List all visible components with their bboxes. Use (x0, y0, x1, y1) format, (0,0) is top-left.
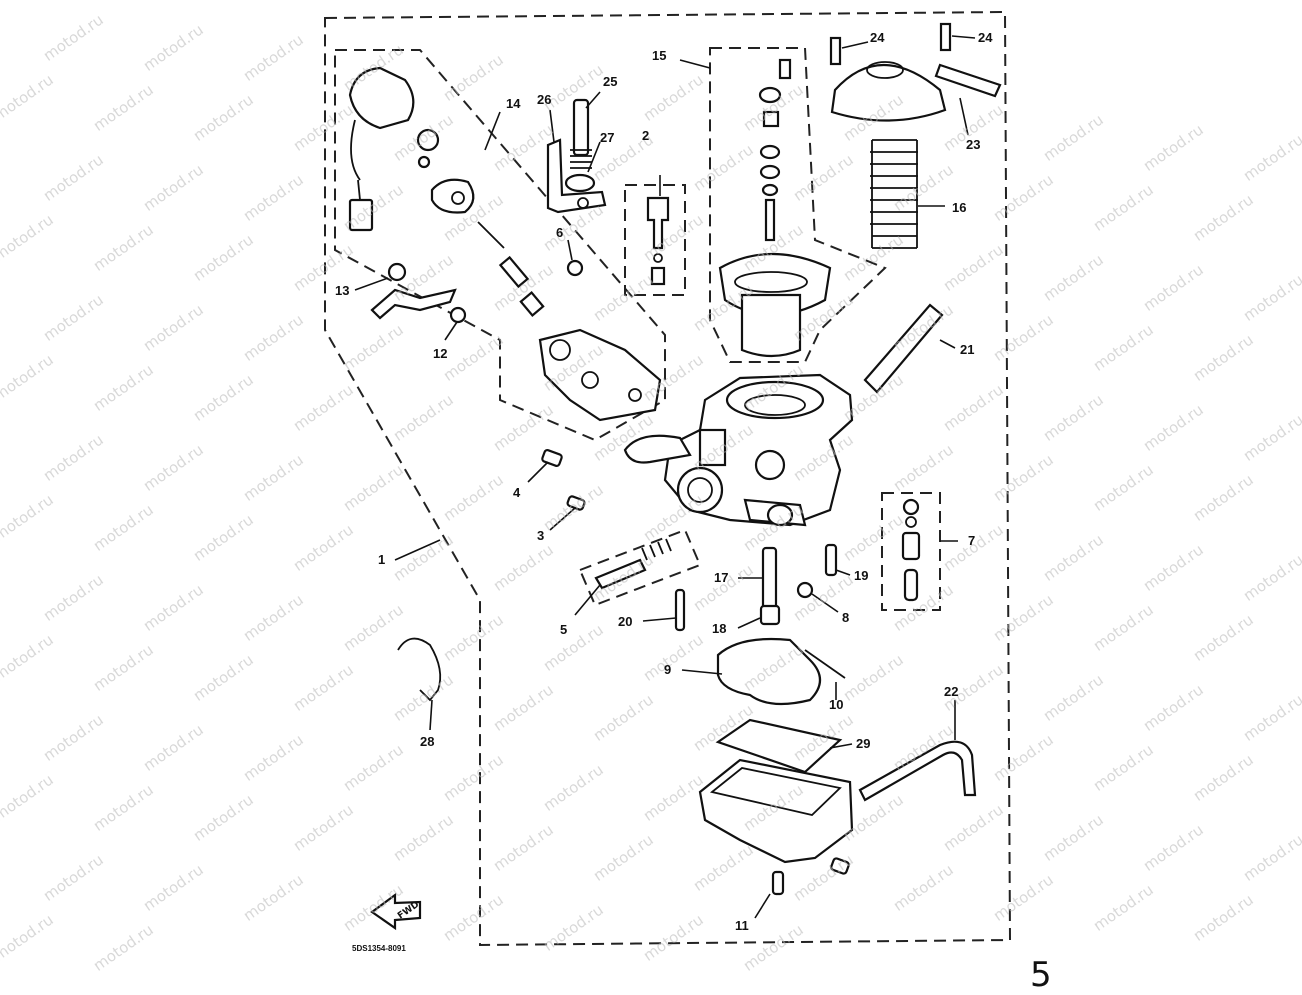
callout-10: 10 (829, 697, 844, 712)
forward-arrow-icon: FWD (370, 892, 421, 931)
needle-jet-18 (759, 604, 781, 626)
screw-12 (449, 306, 467, 324)
bowl-screw (830, 857, 850, 875)
float-pin-10 (804, 649, 846, 679)
callout-5: 5 (560, 622, 568, 637)
cable-holder (934, 63, 1002, 98)
throttle-stop-screw (594, 558, 647, 590)
callout-15: 15 (652, 48, 667, 63)
callout-3: 3 (537, 528, 545, 543)
piston-valve (740, 293, 802, 358)
callout-25: 25 (603, 74, 618, 89)
callout-21: 21 (960, 342, 975, 357)
starter-plunger (498, 255, 530, 289)
jet-needle-parts (758, 58, 792, 242)
callout-24-left: 24 (870, 30, 885, 45)
part-code-label: 5DS1354-8091 (352, 944, 406, 953)
screw-24-left (829, 36, 842, 66)
callout-14: 14 (506, 96, 521, 111)
leader-lines (354, 35, 976, 919)
callout-23: 23 (966, 137, 981, 152)
group-2-frame (624, 184, 686, 296)
vent-hose (863, 303, 944, 394)
screw-6 (566, 259, 584, 277)
throttle-cable-bracket (546, 138, 607, 214)
callout-8: 8 (842, 610, 850, 625)
callout-2: 2 (642, 128, 650, 143)
starter-cable-plug (348, 66, 415, 232)
screw-24-right (939, 22, 952, 52)
callout-11: 11 (735, 918, 749, 933)
washer-27 (564, 173, 596, 193)
gasket (715, 718, 843, 774)
callout-16: 16 (952, 200, 967, 215)
group-7-frame (881, 492, 941, 611)
group-14-frame (334, 49, 666, 442)
callout-1: 1 (378, 552, 386, 567)
assembly-frame (324, 10, 1012, 947)
pilot-screw (646, 196, 670, 250)
callout-17: 17 (714, 570, 729, 585)
lever-screw (387, 262, 407, 282)
callout-7: 7 (968, 533, 976, 548)
callout-22: 22 (944, 684, 959, 699)
throttle-stop-spring (641, 538, 672, 561)
callout-28: 28 (420, 734, 435, 749)
callout-4: 4 (513, 485, 521, 500)
callout-29: 29 (856, 736, 871, 751)
group-15-frame (709, 47, 887, 363)
callout-26: 26 (537, 92, 552, 107)
group-5-frame (578, 528, 702, 607)
float (716, 637, 822, 706)
drain-screw-11 (771, 870, 785, 896)
adjust-spring (570, 149, 592, 169)
float-chamber (698, 758, 854, 864)
callout-24-right: 24 (978, 30, 993, 45)
callout-12: 12 (433, 346, 448, 361)
screw-19 (824, 543, 838, 577)
o-ring (416, 128, 440, 152)
corner-mark: 5 (1030, 955, 1052, 995)
carburetor-body (623, 373, 854, 527)
main-jet-holder (901, 531, 921, 561)
screw-8 (796, 581, 814, 599)
callout-13: 13 (335, 283, 350, 298)
screw-head (417, 155, 431, 169)
starter-spring (477, 221, 505, 249)
callout-9: 9 (664, 662, 672, 677)
callout-20: 20 (618, 614, 633, 629)
callout-27: 27 (600, 130, 615, 145)
adjust-screw (572, 98, 590, 157)
drain-hose (858, 740, 977, 802)
starter-lever (370, 288, 457, 320)
diaphragm-cover (830, 63, 947, 122)
compression-spring (870, 139, 918, 249)
screw-20 (674, 588, 686, 632)
callout-19: 19 (854, 568, 869, 583)
clamp (397, 637, 442, 702)
screw-4 (541, 449, 563, 467)
callout-18: 18 (712, 621, 727, 636)
callout-6: 6 (556, 225, 564, 240)
float-pin-17 (761, 546, 778, 610)
